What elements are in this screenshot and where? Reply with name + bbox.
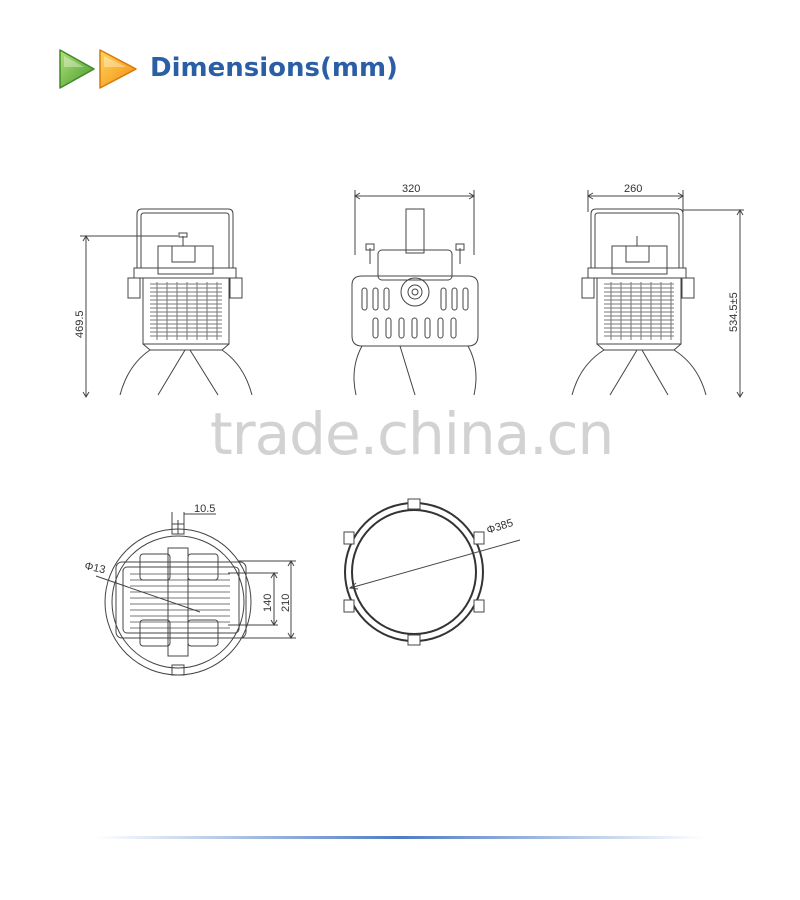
dim-inner-height: 140 [262, 594, 274, 612]
dim-side-width: 260 [624, 183, 642, 195]
page-title: Dimensions(mm) [150, 53, 398, 83]
orange-play-arrow-icon [99, 49, 137, 89]
ring-view [343, 498, 521, 646]
dim-height-right: 534.5±5 [728, 292, 740, 332]
watermark: trade.china.cn [210, 400, 614, 468]
dim-slot: 10.5 [194, 503, 215, 515]
dim-outer-height: 210 [280, 594, 292, 612]
front-view [351, 190, 479, 396]
green-play-arrow-icon [59, 49, 95, 89]
dim-hole: Φ13 [83, 560, 106, 576]
dim-ring-diameter: Φ385 [485, 517, 515, 537]
header-arrows [59, 49, 137, 89]
side-view-right [571, 190, 744, 398]
dim-height-left: 469.5 [74, 310, 86, 338]
dim-front-width: 320 [402, 183, 420, 195]
bottom-view [95, 512, 296, 676]
footer-divider [95, 836, 705, 839]
side-view-left [80, 208, 253, 398]
section-header [56, 46, 146, 92]
